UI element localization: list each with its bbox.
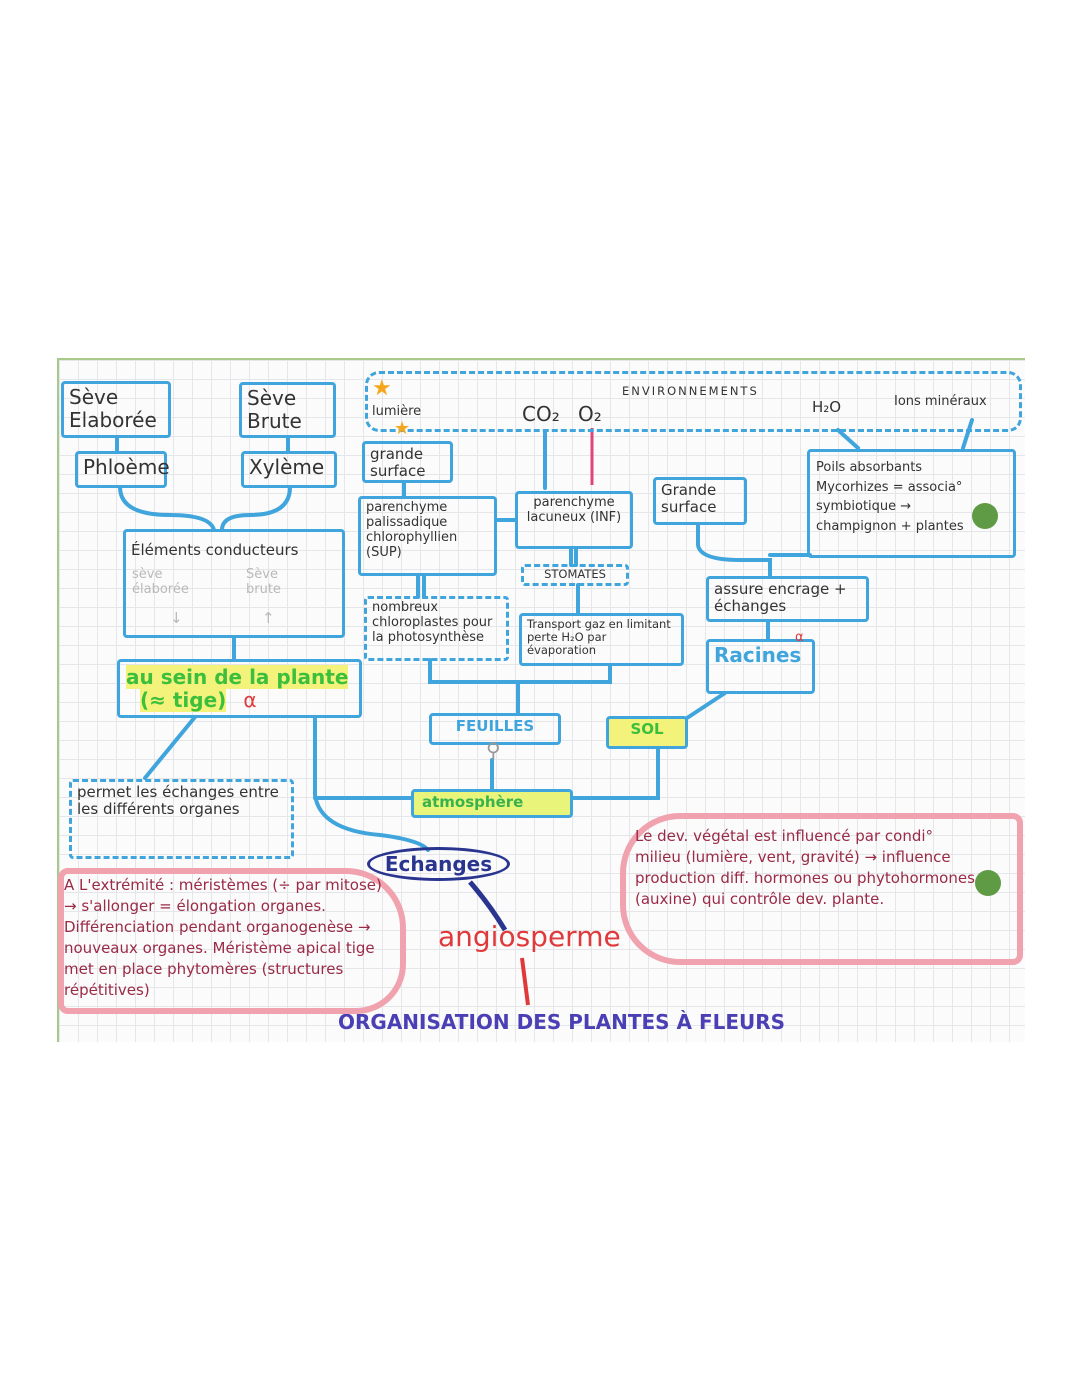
sun-icon: ★ [372,376,392,401]
permet-echanges-box: permet les échanges entre les différents… [69,779,294,859]
developpement-note: Le dev. végétal est influencé par condi°… [635,827,975,908]
racines-alpha-mark: α [795,630,804,645]
ions-mineraux-label: Ions minéraux [894,394,987,409]
sub-seve-elaboree: sève élaborée [132,567,189,597]
atmosphere-box: atmosphère [411,789,573,818]
seve-elaboree-box: Sève Elaborée [61,381,171,438]
link-phloeme-elements [118,485,216,532]
alpha-mark: α [243,688,257,712]
link-ions [961,418,974,450]
echanges-node: Echanges [367,847,510,881]
co2-label: CO₂ [522,402,560,426]
link-angio-title [520,957,530,1006]
link-racines-sol [685,691,727,720]
green-dot-icon-2 [975,870,1001,896]
racines-box: Racines [706,639,815,694]
link-atmo [313,746,660,800]
link-palis-chloro [416,573,426,599]
au-sein-de-la-plante-box: au sein de la plante (≈ tige) α [117,659,362,718]
poils-absorbants-box: Poils absorbants Mycorhizes = associa° s… [807,449,1016,558]
link-h2o [836,428,860,450]
sun-icon-small: ★ [394,418,411,439]
developpement-cloud [620,813,1023,965]
elements-conducteurs-label: Éléments conducteurs [131,541,299,559]
link-ausein-echanges [313,715,430,852]
link-xyleme-elements [220,485,292,532]
link-ausein-permet [143,715,197,780]
parenchyme-lacuneux-box: parenchyme lacuneux (INF) [515,491,633,549]
transport-gaz-box: Transport gaz en limitant perte H₂O par … [519,613,684,666]
meristemes-note: A L'extrémité : méristèmes (÷ par mitose… [64,876,382,999]
tige-label: (≈ tige) [140,688,227,712]
parenchyme-palissadique-box: parenchyme palissadique chlorophyllien (… [358,496,497,576]
page-title: ORGANISATION DES PLANTES À FLEURS [338,1010,786,1034]
meristemes-cloud [58,868,406,1014]
stomates-box: STOMATES [521,564,629,586]
environnements-box [365,371,1022,432]
angiosperme-label: angiosperme [438,920,621,953]
green-dot-icon [972,503,998,529]
au-sein-label: au sein de la plante [126,665,349,689]
link-grande-assure [696,522,772,579]
link-lacu-stomates [569,546,578,567]
phloeme-box: Phloème [75,451,170,488]
arrow-down-icon: ↓ [170,609,183,627]
link-leaf-tree [428,658,612,716]
grande-surface-box: grande surface [362,441,453,483]
seve-brute-box: Sève Brute [239,382,336,438]
h2o-label: H₂O [812,398,842,416]
sol-box: SOL [606,716,688,749]
leaf-icon: ⚲ [486,738,501,762]
assure-encrage-box: assure encrage + échanges [706,576,869,622]
sub-seve-brute: Sève brute [246,567,281,597]
xyleme-box: Xylème [241,451,337,488]
o2-label: O₂ [578,402,602,426]
chloroplastes-box: nombreux chloroplastes pour la photosynt… [364,596,509,661]
environnements-label: ENVIRONNEMENTS [622,384,759,398]
link-echanges-angio [468,880,508,932]
elements-conducteurs-box: Éléments conducteurs sève élaborée Sève … [123,529,345,638]
feuilles-box: FEUILLES [429,713,561,745]
arrow-up-icon: ↑ [262,609,275,627]
grande-surface-racines-box: Grande surface [653,477,747,525]
grid-paper [57,358,1025,1042]
lumiere-label: lumière [372,404,422,419]
